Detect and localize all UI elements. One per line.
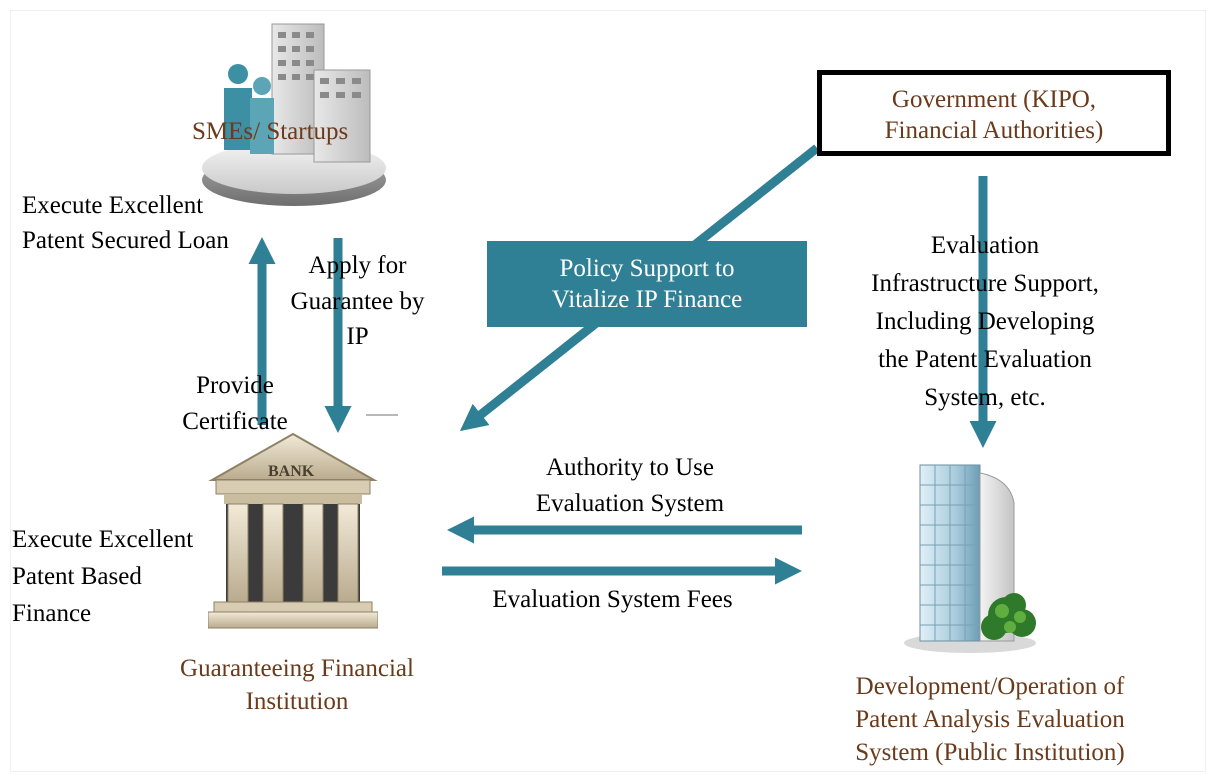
diagram-frame <box>10 10 1206 772</box>
apply-guarantee-label-line3: IP <box>346 323 369 350</box>
fees-label: Evaluation System Fees <box>492 586 733 613</box>
evaluation-infra-label-line2: Infrastructure Support, <box>871 270 1099 297</box>
office-buildings-people-icon <box>202 23 386 206</box>
bank-label-line1: Guaranteeing Financial <box>180 655 414 682</box>
evaluation-infra-label-line1: Evaluation <box>930 232 1040 259</box>
execute-finance-label-line1: Execute Excellent <box>12 526 194 553</box>
execute-finance-label-line2: Patent Based <box>12 563 142 590</box>
office-tower-icon <box>904 464 1036 653</box>
bank-building-icon <box>208 432 378 629</box>
execute-loan-label-line2: Patent Secured Loan <box>22 227 229 254</box>
execute-finance-label-line3: Finance <box>12 600 92 627</box>
policy-support-line2: Vitalize IP Finance <box>551 286 743 313</box>
government-label-line2: Financial Authorities) <box>884 117 1104 144</box>
authority-label-line2: Evaluation System <box>535 490 725 517</box>
bank-label-line2: Institution <box>245 688 349 715</box>
government-label-line1: Government (KIPO, <box>891 86 1097 113</box>
public-institution-label-line1: Development/Operation of <box>855 673 1125 700</box>
public-institution-label-line2: Patent Analysis Evaluation <box>855 706 1125 733</box>
policy-support-box: Policy Support to Vitalize IP Finance <box>487 241 807 327</box>
bank-sign: BANK <box>268 463 315 480</box>
apply-guarantee-label-line2: Guarantee by <box>290 288 425 315</box>
apply-guarantee-label-line1: Apply for <box>308 252 407 279</box>
policy-support-line1: Policy Support to <box>559 255 735 282</box>
smes-label: SMEs/ Startups <box>192 118 349 145</box>
provide-certificate-label-line1: Provide <box>196 372 274 399</box>
evaluation-infra-label-line5: System, etc. <box>924 384 1046 411</box>
evaluation-infra-label-line4: the Patent Evaluation <box>878 346 1092 373</box>
evaluation-infra-label-line3: Including Developing <box>875 308 1095 335</box>
provide-certificate-label-line2: Certificate <box>182 408 288 435</box>
authority-label-line1: Authority to Use <box>545 454 715 481</box>
government-node <box>817 70 1171 156</box>
public-institution-label-line3: System (Public Institution) <box>855 739 1125 766</box>
execute-loan-label-line1: Execute Excellent <box>22 192 204 219</box>
